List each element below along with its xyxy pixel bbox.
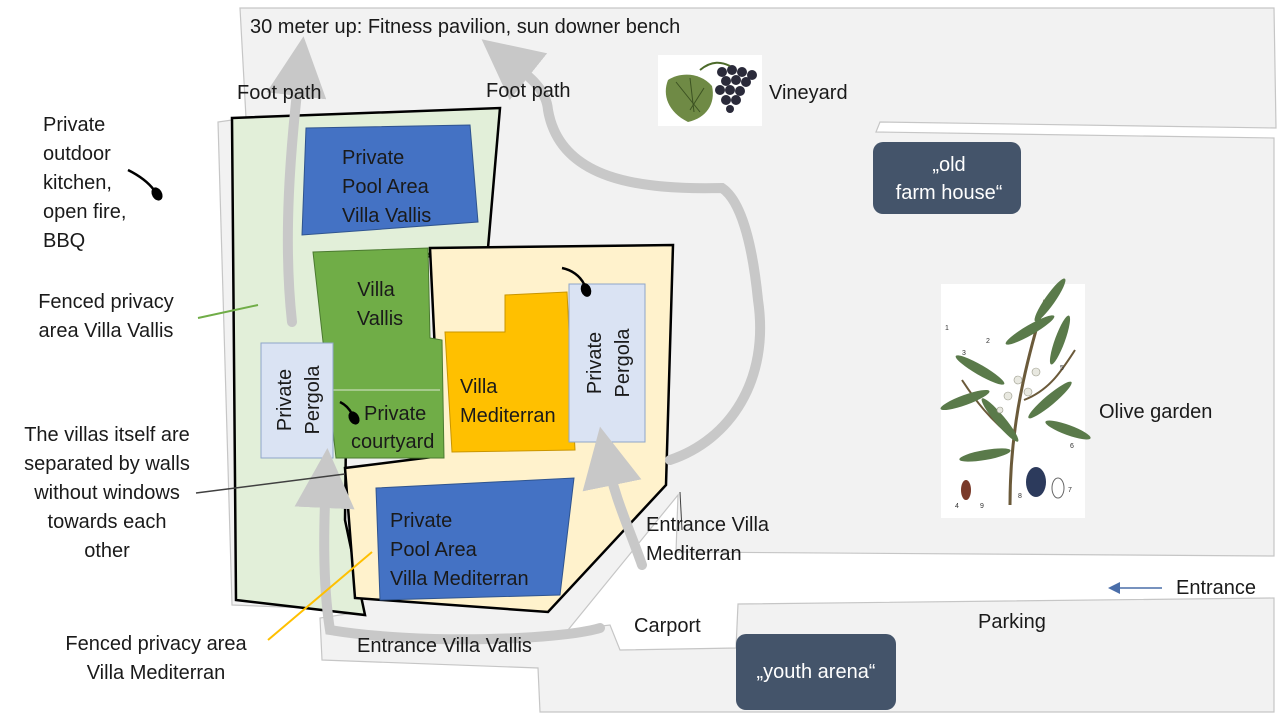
entrance-label: Entrance <box>1176 577 1256 599</box>
courtyard-label: Private courtyard <box>351 403 434 453</box>
olive-fig-number: 6 <box>1070 443 1074 450</box>
svg-text:Villa Vallis: Villa Vallis <box>342 205 431 227</box>
olive-branch-icon: 1 2 3 4 5 6 7 8 9 <box>940 278 1091 518</box>
svg-text:Mediterran: Mediterran <box>646 543 742 565</box>
svg-text:without windows: without windows <box>33 482 180 504</box>
svg-text:Pool Area: Pool Area <box>342 176 430 198</box>
olive-fig-number: 4 <box>955 503 959 510</box>
svg-text:Vallis: Vallis <box>357 308 403 330</box>
svg-text:Entrance Villa: Entrance Villa <box>646 514 770 536</box>
olive-fig-number: 8 <box>1018 493 1022 500</box>
leader-walls <box>195 473 346 494</box>
svg-text:Villa: Villa <box>357 279 395 301</box>
pool-vallis-label: Private Pool Area Villa Vallis <box>342 147 431 227</box>
villa-mediterran-block <box>444 291 576 453</box>
courtyard-spoon-icon <box>339 400 360 425</box>
pool-area-mediterran <box>375 477 575 601</box>
walls-note-label: The villas itself are separated by walls… <box>24 424 190 562</box>
fenced-mediterran-label: Fenced privacy area Villa Mediterran <box>65 633 247 684</box>
svg-text:other: other <box>84 540 130 562</box>
svg-text:Private: Private <box>364 403 426 425</box>
kitchen-spoon-icon <box>127 168 163 201</box>
olive-fig-number: 5 <box>1060 365 1064 372</box>
svg-text:courtyard: courtyard <box>351 431 434 453</box>
old-farm-house-line1: „old <box>932 154 965 176</box>
olive-fig-number: 9 <box>980 503 984 510</box>
svg-text:area Villa Vallis: area Villa Vallis <box>39 320 174 342</box>
parking-label: Parking <box>978 611 1046 633</box>
olive-fig-number: 3 <box>962 350 966 357</box>
vineyard-label: Vineyard <box>769 82 848 104</box>
svg-text:Villa Mediterran: Villa Mediterran <box>87 662 226 684</box>
youth-arena-label: „youth arena“ <box>757 661 876 683</box>
svg-text:The villas itself are: The villas itself are <box>24 424 190 446</box>
svg-text:kitchen,: kitchen, <box>43 172 112 194</box>
svg-text:Private: Private <box>390 510 452 532</box>
vineyard-grapes-icon <box>658 55 762 126</box>
pergola-right-label: Private Pergola <box>584 328 634 398</box>
old-farm-house-line2: farm house“ <box>896 182 1003 204</box>
svg-text:Pool Area: Pool Area <box>390 539 478 561</box>
olive-fig-number: 2 <box>986 338 990 345</box>
pergola-left-label: Private Pergola <box>274 365 324 435</box>
olive-garden-label: Olive garden <box>1099 401 1212 423</box>
path-arrow-mediterran-entrance <box>582 426 647 570</box>
path-arrow-left-up <box>266 36 327 327</box>
fenced-vallis-label: Fenced privacy area Villa Vallis <box>38 291 174 342</box>
olive-fig-number: 7 <box>1068 487 1072 494</box>
svg-text:Private: Private <box>342 147 404 169</box>
path-arrow-vallis-entrance <box>294 448 605 645</box>
youth-arena-badge <box>736 634 896 710</box>
svg-text:outdoor: outdoor <box>43 143 111 165</box>
pool-mediterran-label: Private Pool Area Villa Mediterran <box>390 510 529 590</box>
foot-path-left-label: Foot path <box>237 82 322 104</box>
svg-text:open fire,: open fire, <box>43 201 126 223</box>
foot-path-right-label: Foot path <box>486 80 571 102</box>
leader-fenced-vallis <box>197 304 259 319</box>
old-farm-house-badge <box>873 142 1021 214</box>
kitchen-label: Private outdoor kitchen, open fire, BBQ <box>43 114 126 252</box>
leader-fenced-mediterran <box>267 551 373 641</box>
entrance-mediterran-label: Entrance Villa Mediterran <box>646 514 770 565</box>
svg-text:Private: Private <box>274 369 296 431</box>
pergola-spoon-icon <box>561 266 592 297</box>
svg-text:Pergola: Pergola <box>302 365 324 435</box>
top-note: 30 meter up: Fitness pavilion, sun downe… <box>250 16 680 38</box>
svg-text:BBQ: BBQ <box>43 230 85 252</box>
svg-text:Villa Mediterran: Villa Mediterran <box>390 568 529 590</box>
svg-text:Villa: Villa <box>460 376 498 398</box>
entrance-vallis-label: Entrance Villa Vallis <box>357 635 532 657</box>
svg-text:Mediterran: Mediterran <box>460 405 556 427</box>
pool-area-vallis <box>301 124 479 236</box>
svg-text:towards each: towards each <box>48 511 167 533</box>
svg-text:Private: Private <box>584 332 606 394</box>
villa-mediterran-label: Villa Mediterran <box>460 376 556 427</box>
svg-text:separated by walls: separated by walls <box>24 453 190 475</box>
svg-text:Private: Private <box>43 114 105 136</box>
svg-text:Pergola: Pergola <box>612 328 634 398</box>
leader-entrance-mediterran <box>679 491 683 531</box>
path-arrow-right-loop <box>481 39 766 465</box>
svg-text:Fenced privacy: Fenced privacy <box>38 291 174 313</box>
olive-fig-number: 1 <box>945 325 949 332</box>
svg-text:Fenced privacy area: Fenced privacy area <box>65 633 247 655</box>
carport-label: Carport <box>634 615 701 637</box>
villa-vallis-label: Villa Vallis <box>357 279 403 330</box>
